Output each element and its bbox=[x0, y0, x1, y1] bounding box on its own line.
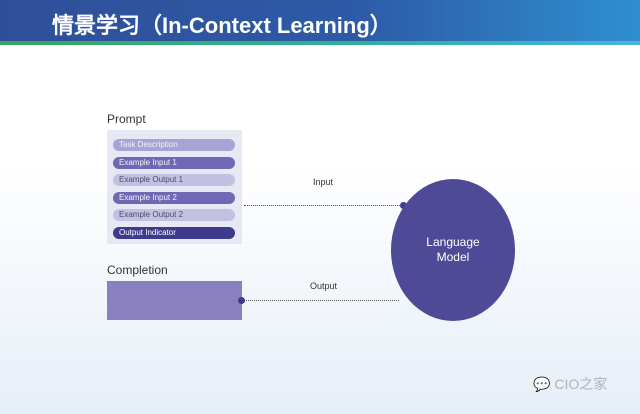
prompt-item: Example Input 2 bbox=[113, 191, 235, 204]
prompt-item: Task Description bbox=[113, 139, 235, 151]
model-line-1: Language bbox=[426, 235, 480, 249]
output-label: Output bbox=[310, 281, 338, 291]
input-label: Input bbox=[313, 177, 334, 187]
completion-label: Completion bbox=[107, 263, 168, 277]
header-banner: 情景学习（In-Context Learning） bbox=[0, 0, 640, 45]
prompt-label: Prompt bbox=[107, 112, 146, 126]
watermark: 💬 CIO之家 bbox=[533, 374, 607, 394]
watermark-text: CIO之家 bbox=[554, 376, 608, 392]
prompt-item: Example Output 1 bbox=[113, 174, 235, 186]
prompt-item: Output Indicator bbox=[113, 226, 235, 239]
model-line-2: Model bbox=[436, 250, 470, 264]
prompt-item: Example Output 2 bbox=[113, 209, 235, 221]
page-title: 情景学习（In-Context Learning） bbox=[52, 13, 392, 38]
input-arrow-line bbox=[244, 205, 404, 206]
output-arrow-line bbox=[244, 300, 399, 301]
header-accent-bar bbox=[0, 41, 640, 45]
completion-box bbox=[107, 281, 242, 320]
wechat-icon: 💬 bbox=[533, 376, 551, 392]
output-arrow-node bbox=[238, 297, 245, 304]
prompt-item: Example Input 1 bbox=[113, 156, 235, 169]
